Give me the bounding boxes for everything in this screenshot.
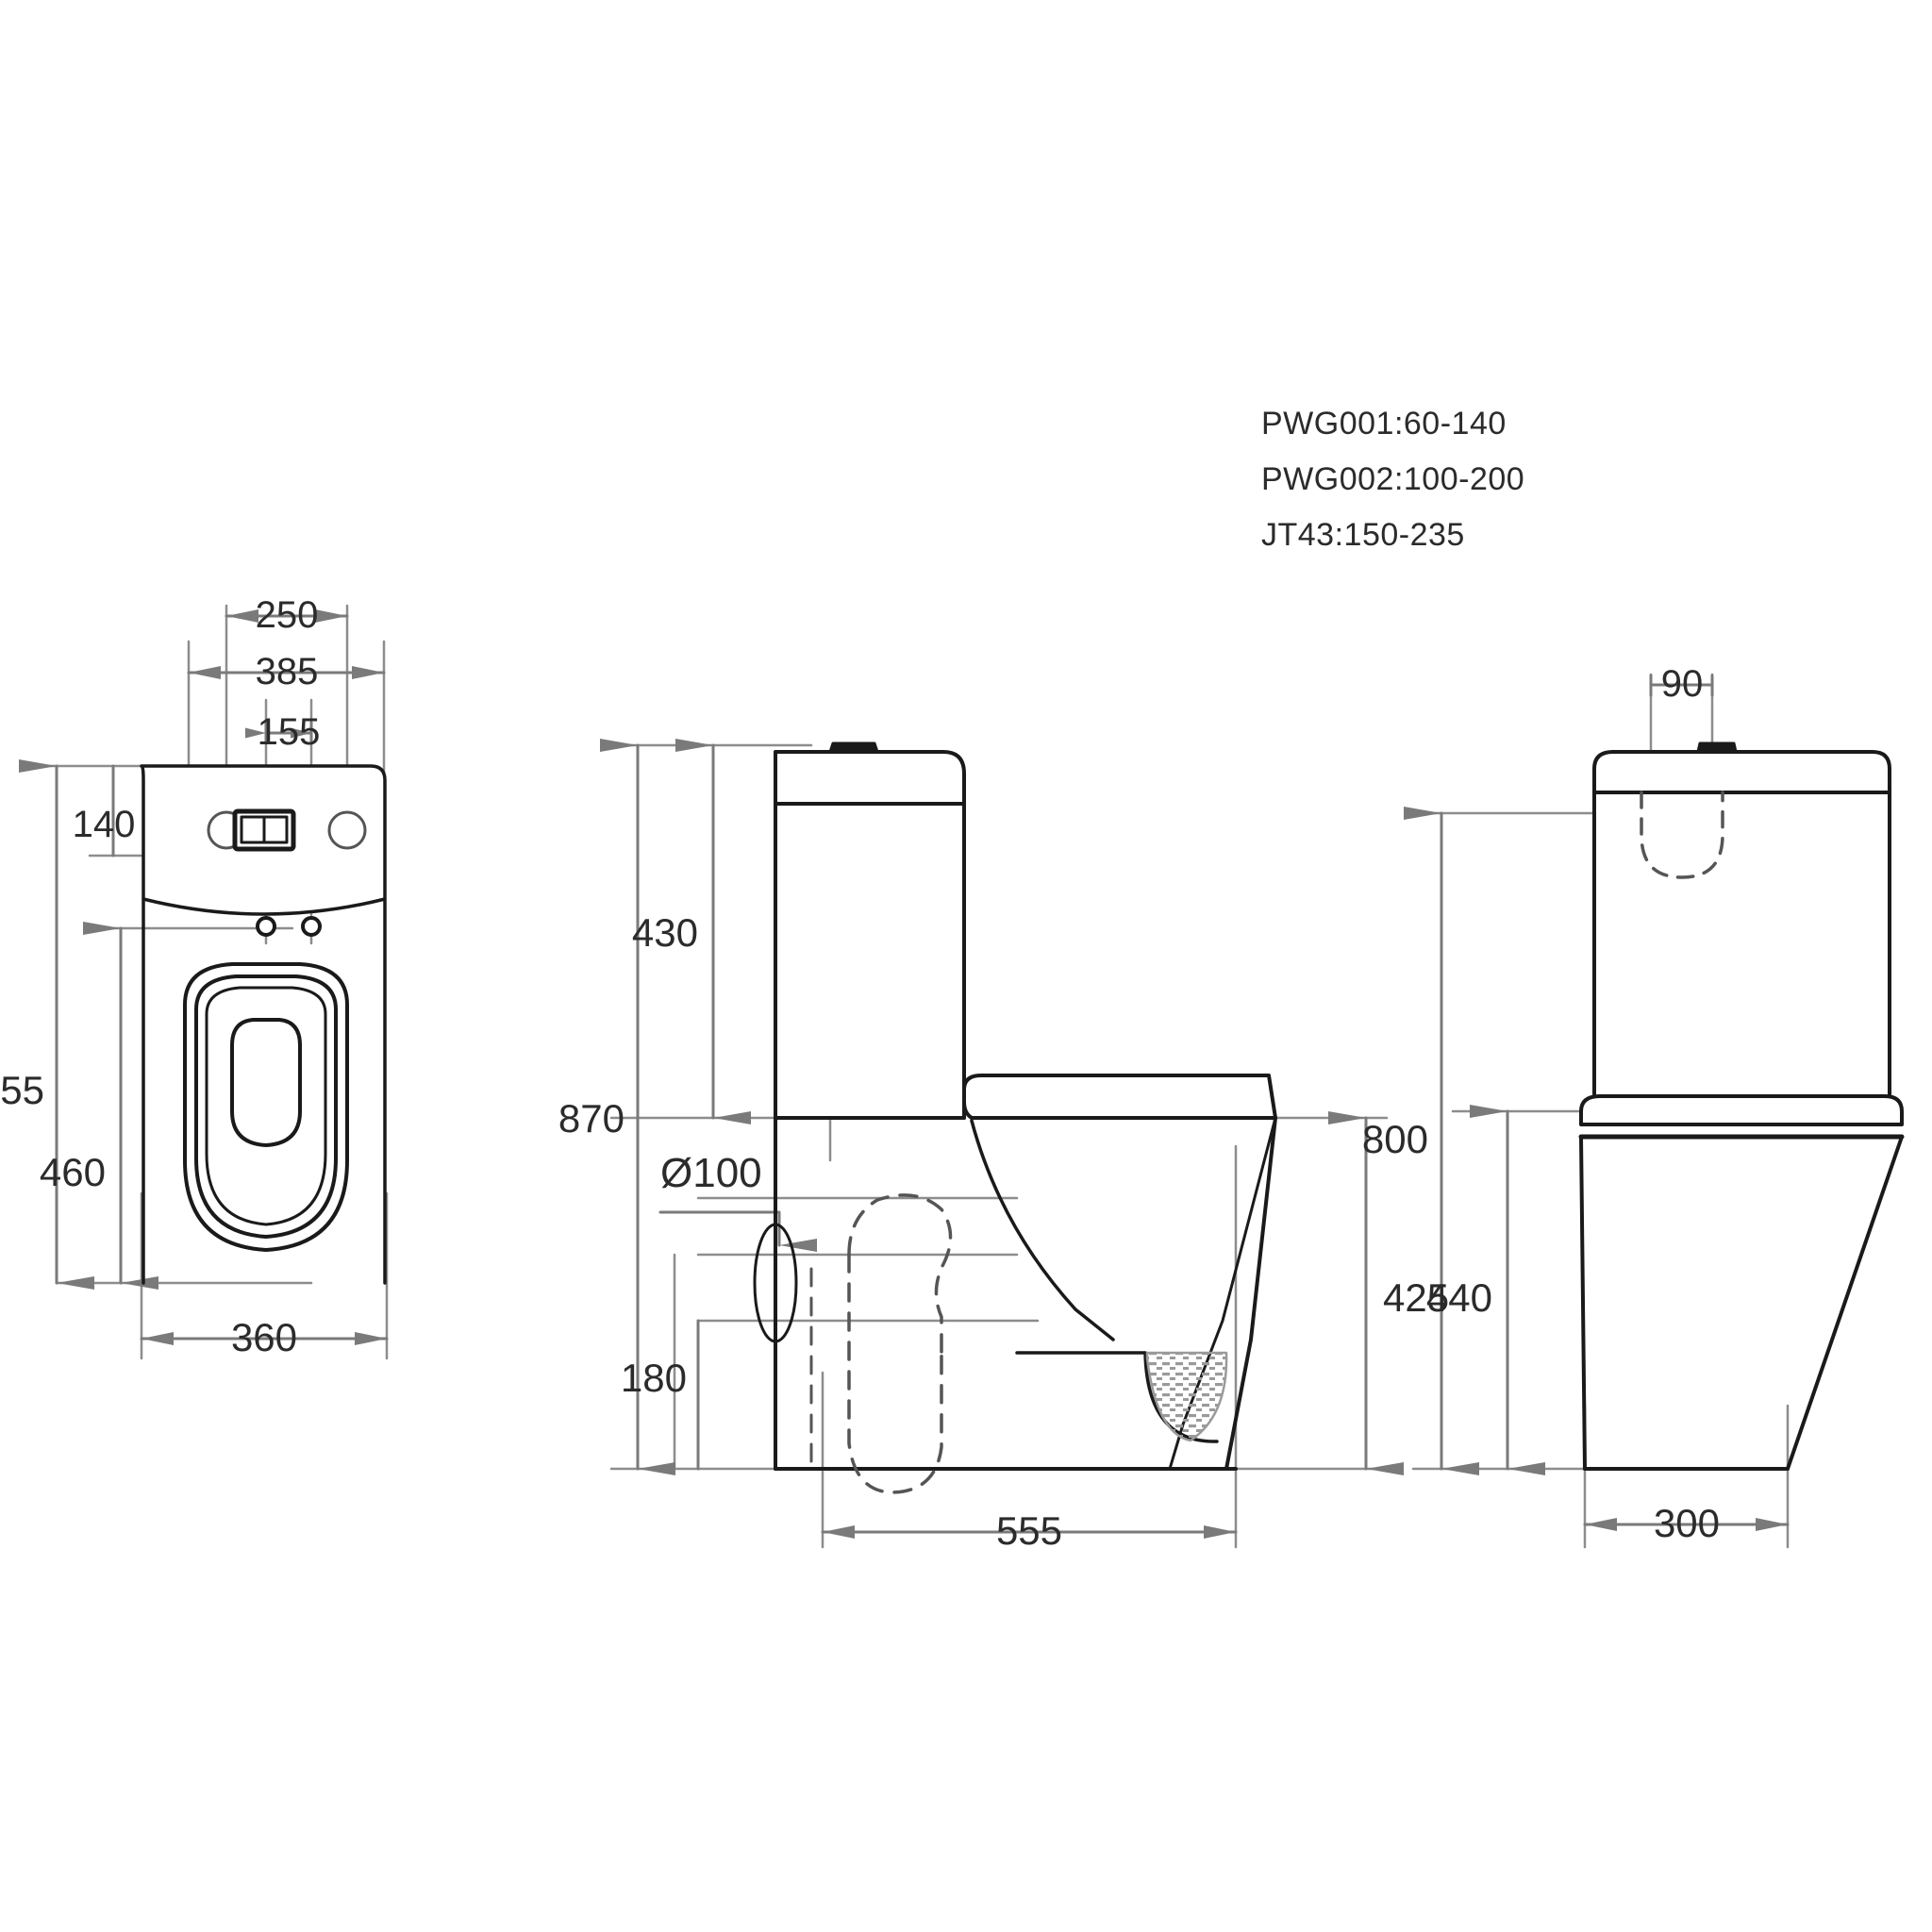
- bowl-inner-curve: [970, 1119, 1115, 1341]
- front-dim-800: 800: [1362, 807, 1479, 1475]
- note-line-2: PWG002:100-200: [1261, 461, 1525, 497]
- side-dim-870-label: 870: [558, 1096, 625, 1141]
- trap-dashed-lower: [847, 1253, 943, 1494]
- trap-dashed-upper: [847, 1193, 953, 1355]
- front-dim-300-label: 300: [1654, 1501, 1720, 1545]
- top-dim-460-label: 460: [40, 1150, 106, 1194]
- flush-button-icon: [232, 808, 296, 852]
- top-dim-250: 250: [225, 594, 349, 636]
- front-dim-90: 90: [1649, 663, 1714, 705]
- seat-side-outline: [962, 1074, 1277, 1120]
- side-dim-outlet-d100: Ø100: [658, 1150, 817, 1252]
- flush-button-side-icon: [828, 741, 879, 754]
- side-dim-555-label: 555: [996, 1508, 1062, 1553]
- water-hatch-outline: [1145, 1351, 1228, 1442]
- top-dim-385: 385: [187, 651, 386, 692]
- seat-inner-ring: [194, 974, 338, 1239]
- note-line-1: PWG001:60-140: [1261, 406, 1507, 441]
- top-dim-140: 140: [73, 764, 136, 858]
- seat-opening: [230, 1018, 302, 1147]
- seat-rim-line: [205, 986, 327, 1226]
- top-dim-655: 655: [0, 759, 94, 1290]
- top-dim-155: 155: [245, 711, 321, 753]
- side-dim-180-label: 180: [621, 1356, 687, 1400]
- top-dim-155-label: 155: [258, 711, 321, 753]
- front-dim-440-label: 440: [1426, 1275, 1492, 1320]
- seat-front-band: [1579, 1094, 1904, 1126]
- front-dim-90-label: 90: [1661, 663, 1704, 705]
- view-front: 90 800 440 300: [1362, 663, 1905, 1549]
- bolt-hole-right-icon: [327, 810, 367, 850]
- top-dim-460: 460: [40, 922, 158, 1290]
- side-dim-555: 555: [821, 1508, 1238, 1553]
- front-dim-440: 440: [1426, 1105, 1545, 1475]
- top-dim-360: 360: [140, 1315, 389, 1359]
- cistern-front-outline: [1592, 750, 1891, 1110]
- side-dim-870: 870: [558, 739, 675, 1475]
- top-dim-140-label: 140: [73, 804, 136, 845]
- pedestal-front-outline: [1579, 1135, 1904, 1471]
- seat-fixing-bolts: [256, 916, 322, 937]
- note-line-3: JT43:150-235: [1261, 517, 1465, 553]
- side-dim-180: 180: [621, 1319, 700, 1471]
- top-dim-655-label: 655: [0, 1068, 44, 1112]
- flush-button-front-icon: [1696, 741, 1738, 754]
- front-dim-300: 300: [1583, 1501, 1790, 1545]
- front-dim-800-label: 800: [1362, 1117, 1428, 1161]
- view-side: 870 430 180 Ø100 555: [558, 739, 1449, 1553]
- cistern-side-outline: [774, 750, 966, 1120]
- side-dim-d100-label: Ø100: [660, 1150, 762, 1196]
- bowl-front-outer: [1224, 1116, 1277, 1471]
- water-hatch-area: [1147, 1353, 1227, 1441]
- side-dim-430-label: 430: [632, 910, 698, 955]
- view-top: 250 385 155 140 655: [0, 594, 389, 1360]
- top-dim-385-label: 385: [256, 651, 319, 692]
- top-dim-250-label: 250: [256, 594, 319, 636]
- seat-outer-outline: [183, 962, 349, 1252]
- top-dim-360-label: 360: [231, 1315, 297, 1359]
- d100-leader: [658, 1210, 817, 1252]
- inlet-dashed-icon: [1640, 791, 1724, 879]
- side-dim-430: 430: [632, 739, 751, 1124]
